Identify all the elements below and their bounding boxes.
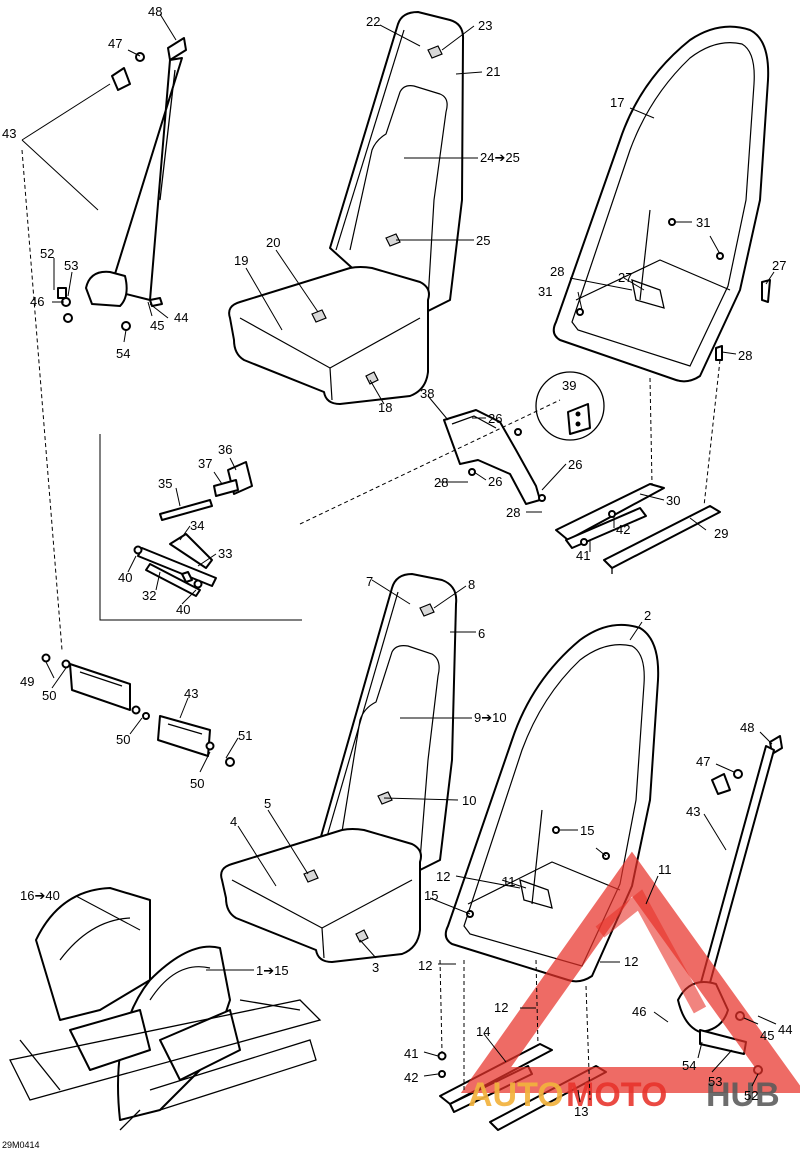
upper-seat-cushion-set xyxy=(228,11,465,405)
callout-54-lower: 54 xyxy=(682,1058,696,1073)
callout-44-lower: 44 xyxy=(778,1022,792,1037)
watermark-word-hub: HUB xyxy=(706,1076,780,1114)
callout-35: 35 xyxy=(158,476,172,491)
callout-47: 47 xyxy=(108,36,122,51)
callout-1-to-15: 1➔15 xyxy=(256,963,289,978)
callout-40-left: 40 xyxy=(118,570,132,585)
callout-37: 37 xyxy=(198,456,212,471)
callout-48: 48 xyxy=(148,4,162,19)
callout-10: 10 xyxy=(462,793,476,808)
upper-seat-belt-assembly xyxy=(57,37,187,331)
callout-9-to-10: 9➔10 xyxy=(474,710,507,725)
callout-3: 3 xyxy=(372,960,379,975)
callout-38: 38 xyxy=(420,386,434,401)
callout-30: 30 xyxy=(666,493,680,508)
callout-27-left: 27 xyxy=(618,270,632,285)
callout-42-upper: 42 xyxy=(616,522,630,537)
callout-12-lower: 12 xyxy=(494,1000,508,1015)
document-code: 29M0414 xyxy=(2,1140,40,1150)
callout-45: 45 xyxy=(150,318,164,333)
upper-seat-rails xyxy=(555,483,721,574)
callout-50-middle: 50 xyxy=(116,732,130,747)
lower-seat-frame xyxy=(444,623,660,983)
callout-8: 8 xyxy=(468,577,475,592)
callout-48-lower: 48 xyxy=(740,720,754,735)
callout-46-lower: 46 xyxy=(632,1004,646,1019)
watermark-word-moto: MOTO xyxy=(566,1076,667,1114)
callout-54: 54 xyxy=(116,346,130,361)
callout-40-right: 40 xyxy=(176,602,190,617)
callout-49: 49 xyxy=(20,674,34,689)
callout-28-upper: 28 xyxy=(550,264,564,279)
callout-14: 14 xyxy=(476,1024,490,1039)
callout-11-left: 11 xyxy=(502,874,516,889)
callout-22: 22 xyxy=(366,14,380,29)
callout-44: 44 xyxy=(174,310,188,325)
callout-28-right: 28 xyxy=(738,348,752,363)
callout-26-middle: 26 xyxy=(488,474,502,489)
callout-51: 51 xyxy=(238,728,252,743)
lower-seat-cushion-set xyxy=(220,573,458,963)
callout-26-top: 26 xyxy=(488,411,502,426)
callout-42-lower: 42 xyxy=(404,1070,418,1085)
callout-28-lower: 28 xyxy=(506,505,520,520)
callout-29: 29 xyxy=(714,526,728,541)
callout-12-right: 12 xyxy=(624,954,638,969)
callout-53: 53 xyxy=(64,258,78,273)
callout-26-right: 26 xyxy=(568,457,582,472)
callout-24-to-25: 24➔25 xyxy=(480,150,520,165)
callout-31-upper: 31 xyxy=(696,215,710,230)
callout-43: 43 xyxy=(2,126,16,141)
callout-16-to-40: 16➔40 xyxy=(20,888,60,903)
callout-34: 34 xyxy=(190,518,204,533)
callout-20: 20 xyxy=(266,235,280,250)
callout-15-left: 15 xyxy=(424,888,438,903)
belt-buckle-set xyxy=(41,653,235,767)
callout-23: 23 xyxy=(478,18,492,33)
callout-11-right: 11 xyxy=(658,862,672,877)
callout-25: 25 xyxy=(476,233,490,248)
callout-45-lower: 45 xyxy=(760,1028,774,1043)
callout-28-left: 28 xyxy=(434,475,448,490)
callout-27-right: 27 xyxy=(772,258,786,273)
callout-13: 13 xyxy=(574,1104,588,1119)
callout-12-left: 12 xyxy=(418,958,432,973)
watermark-word-auto: AUTO xyxy=(468,1076,564,1114)
callout-52: 52 xyxy=(40,246,54,261)
callout-5: 5 xyxy=(264,796,271,811)
callout-32: 32 xyxy=(142,588,156,603)
callout-15-upper: 15 xyxy=(580,823,594,838)
callout-43-buckle: 43 xyxy=(184,686,198,701)
callout-31-left: 31 xyxy=(538,284,552,299)
callout-21: 21 xyxy=(486,64,500,79)
callout-50-upper: 50 xyxy=(42,688,56,703)
callout-2: 2 xyxy=(644,608,651,623)
callout-46: 46 xyxy=(30,294,44,309)
callout-33: 33 xyxy=(218,546,232,561)
callout-6: 6 xyxy=(478,626,485,641)
callout-labels: 48 47 43 52 53 46 45 44 54 22 23 21 24➔2… xyxy=(2,4,792,1119)
upper-seat-bracket xyxy=(443,371,605,505)
callout-4: 4 xyxy=(230,814,237,829)
leader-lines-lower xyxy=(45,579,777,1103)
callout-12-upper: 12 xyxy=(436,869,450,884)
leader-lines xyxy=(21,13,775,1101)
callout-36: 36 xyxy=(218,442,232,457)
callout-41-lower: 41 xyxy=(404,1046,418,1061)
callout-17: 17 xyxy=(610,95,624,110)
callout-52-lower: 52 xyxy=(744,1088,758,1103)
upper-seat-frame xyxy=(552,25,771,383)
vehicle-overview-sketch xyxy=(9,887,322,1131)
callout-43-lower: 43 xyxy=(686,804,700,819)
watermark-logo: AUTO MOTO HUB xyxy=(460,851,800,1114)
callout-41-upper: 41 xyxy=(576,548,590,563)
callout-18: 18 xyxy=(378,400,392,415)
callout-50-lower: 50 xyxy=(190,776,204,791)
callout-7: 7 xyxy=(366,574,373,589)
callout-53-lower: 53 xyxy=(708,1074,722,1089)
callout-19: 19 xyxy=(234,253,248,268)
callout-47-lower: 47 xyxy=(696,754,710,769)
callout-39: 39 xyxy=(562,378,576,393)
